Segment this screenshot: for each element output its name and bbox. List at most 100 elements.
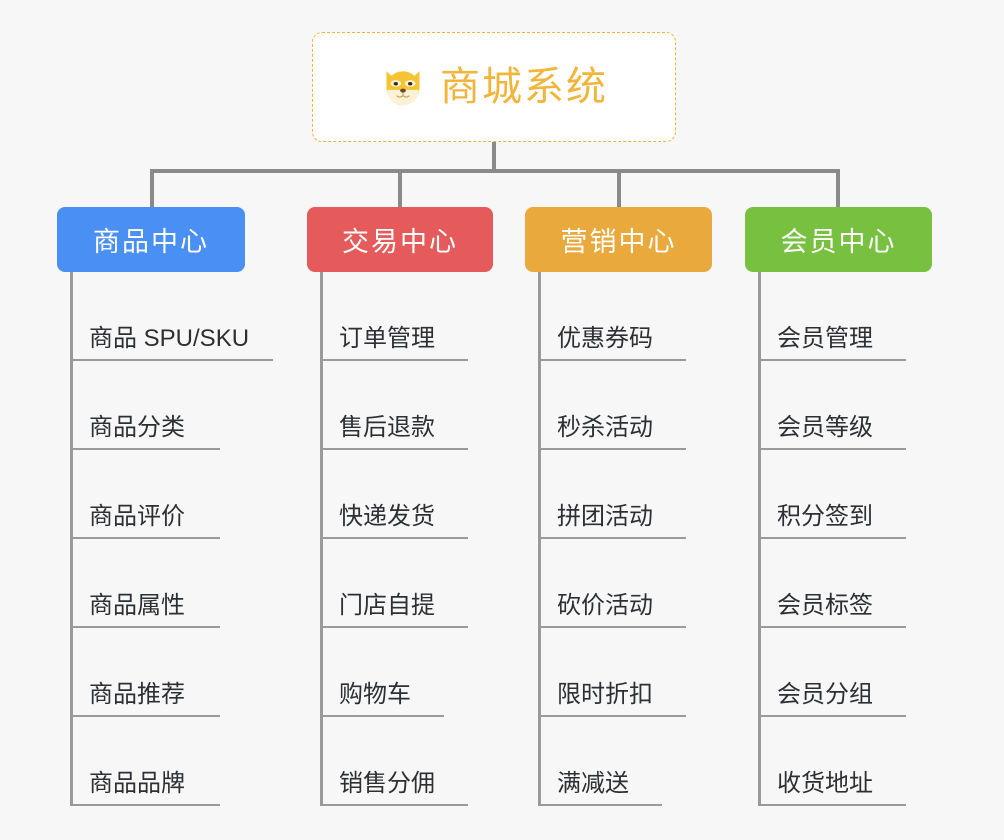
- leaf-underline: [758, 804, 906, 806]
- leaf-label: 售后退款: [339, 414, 435, 441]
- category-header-2[interactable]: 营销中心: [525, 207, 712, 272]
- leaf-item[interactable]: 砍价活动: [525, 539, 712, 628]
- leaf-label: 商品评价: [89, 503, 185, 530]
- root-title: 商城系统: [440, 65, 608, 109]
- leaf-label: 快递发货: [339, 503, 435, 530]
- leaf-underline: [538, 715, 686, 717]
- leaf-underline: [320, 448, 468, 450]
- leaf-item[interactable]: 销售分佣: [307, 717, 493, 806]
- leaf-item[interactable]: 商品分类: [57, 361, 245, 450]
- leaf-item[interactable]: 商品属性: [57, 539, 245, 628]
- category-label: 商品中心: [93, 227, 209, 257]
- leaf-label: 会员标签: [777, 592, 873, 619]
- leaf-item[interactable]: 积分签到: [745, 450, 932, 539]
- leaf-label: 门店自提: [339, 592, 435, 619]
- leaf-underline: [758, 359, 906, 361]
- leaf-label: 商品属性: [89, 592, 185, 619]
- leaf-item[interactable]: 商品品牌: [57, 717, 245, 806]
- leaf-item[interactable]: 秒杀活动: [525, 361, 712, 450]
- connector-drop-0: [150, 169, 154, 209]
- leaf-item[interactable]: 售后退款: [307, 361, 493, 450]
- root-node[interactable]: 商城系统: [312, 32, 676, 142]
- connector-root-stem: [492, 142, 496, 172]
- leaf-item[interactable]: 满减送: [525, 717, 712, 806]
- leaf-item[interactable]: 会员分组: [745, 628, 932, 717]
- leaf-item[interactable]: 会员等级: [745, 361, 932, 450]
- leaf-label: 拼团活动: [557, 503, 653, 530]
- category-column-3: 会员中心会员管理会员等级积分签到会员标签会员分组收货地址: [745, 207, 932, 806]
- leaf-label: 秒杀活动: [557, 414, 653, 441]
- leaf-label: 购物车: [339, 681, 411, 708]
- leaf-underline: [758, 537, 906, 539]
- leaf-item[interactable]: 快递发货: [307, 450, 493, 539]
- leaf-label: 订单管理: [339, 325, 435, 352]
- leaf-item[interactable]: 会员管理: [745, 272, 932, 361]
- leaf-spine: [320, 272, 323, 806]
- leaf-label: 限时折扣: [557, 681, 653, 708]
- leaf-underline: [70, 448, 220, 450]
- leaf-label: 商品分类: [89, 414, 185, 441]
- leaf-label: 商品 SPU/SKU: [89, 325, 250, 352]
- leaf-label: 满减送: [557, 770, 629, 797]
- leaf-underline: [538, 626, 686, 628]
- leaf-label: 销售分佣: [339, 770, 435, 797]
- leaf-underline: [538, 804, 662, 806]
- leaf-underline: [320, 537, 468, 539]
- category-label: 会员中心: [780, 227, 897, 257]
- dog-face-icon: [386, 71, 420, 106]
- leaf-label: 商品推荐: [89, 681, 185, 708]
- leaf-underline: [70, 626, 220, 628]
- leaf-label: 会员等级: [777, 414, 873, 441]
- connector-drop-1: [398, 169, 402, 209]
- leaf-item[interactable]: 门店自提: [307, 539, 493, 628]
- leaf-spine: [538, 272, 541, 806]
- category-header-3[interactable]: 会员中心: [745, 207, 932, 272]
- leaf-item[interactable]: 会员标签: [745, 539, 932, 628]
- leaf-item[interactable]: 商品 SPU/SKU: [57, 272, 273, 361]
- leaf-item[interactable]: 商品推荐: [57, 628, 245, 717]
- leaf-list-0: 商品 SPU/SKU 商品分类商品评价商品属性商品推荐商品品牌: [57, 272, 273, 806]
- leaf-underline: [320, 359, 468, 361]
- category-column-0: 商品中心商品 SPU/SKU 商品分类商品评价商品属性商品推荐商品品牌: [57, 207, 273, 806]
- category-column-2: 营销中心优惠券码秒杀活动拼团活动砍价活动限时折扣满减送: [525, 207, 712, 806]
- category-label: 营销中心: [560, 227, 677, 257]
- leaf-spine: [70, 272, 73, 806]
- leaf-item[interactable]: 收货地址: [745, 717, 932, 806]
- connector-drop-2: [617, 169, 621, 209]
- leaf-list-2: 优惠券码秒杀活动拼团活动砍价活动限时折扣满减送: [525, 272, 712, 806]
- leaf-underline: [70, 804, 220, 806]
- leaf-item[interactable]: 限时折扣: [525, 628, 712, 717]
- leaf-underline: [758, 448, 906, 450]
- leaf-underline: [70, 537, 220, 539]
- connector-horizontal-bar: [150, 169, 840, 173]
- leaf-item[interactable]: 拼团活动: [525, 450, 712, 539]
- leaf-label: 积分签到: [777, 503, 873, 530]
- category-label: 交易中心: [342, 227, 458, 257]
- leaf-item[interactable]: 购物车: [307, 628, 493, 717]
- leaf-underline: [320, 626, 468, 628]
- leaf-label: 会员管理: [777, 325, 873, 352]
- leaf-label: 砍价活动: [557, 592, 653, 619]
- leaf-underline: [320, 804, 468, 806]
- leaf-list-3: 会员管理会员等级积分签到会员标签会员分组收货地址: [745, 272, 932, 806]
- leaf-underline: [538, 359, 686, 361]
- leaf-item[interactable]: 优惠券码: [525, 272, 712, 361]
- leaf-label: 商品品牌: [89, 770, 185, 797]
- category-column-1: 交易中心订单管理售后退款快递发货门店自提购物车销售分佣: [307, 207, 493, 806]
- leaf-label: 会员分组: [777, 681, 873, 708]
- leaf-underline: [70, 359, 273, 361]
- leaf-label: 收货地址: [777, 770, 873, 797]
- leaf-underline: [538, 537, 686, 539]
- leaf-item[interactable]: 订单管理: [307, 272, 493, 361]
- leaf-underline: [70, 715, 220, 717]
- leaf-underline: [758, 626, 906, 628]
- leaf-item[interactable]: 商品评价: [57, 450, 245, 539]
- leaf-underline: [758, 715, 906, 717]
- leaf-underline: [320, 715, 444, 717]
- leaf-list-1: 订单管理售后退款快递发货门店自提购物车销售分佣: [307, 272, 493, 806]
- category-header-1[interactable]: 交易中心: [307, 207, 493, 272]
- leaf-spine: [758, 272, 761, 806]
- connector-drop-3: [836, 169, 840, 209]
- category-header-0[interactable]: 商品中心: [57, 207, 245, 272]
